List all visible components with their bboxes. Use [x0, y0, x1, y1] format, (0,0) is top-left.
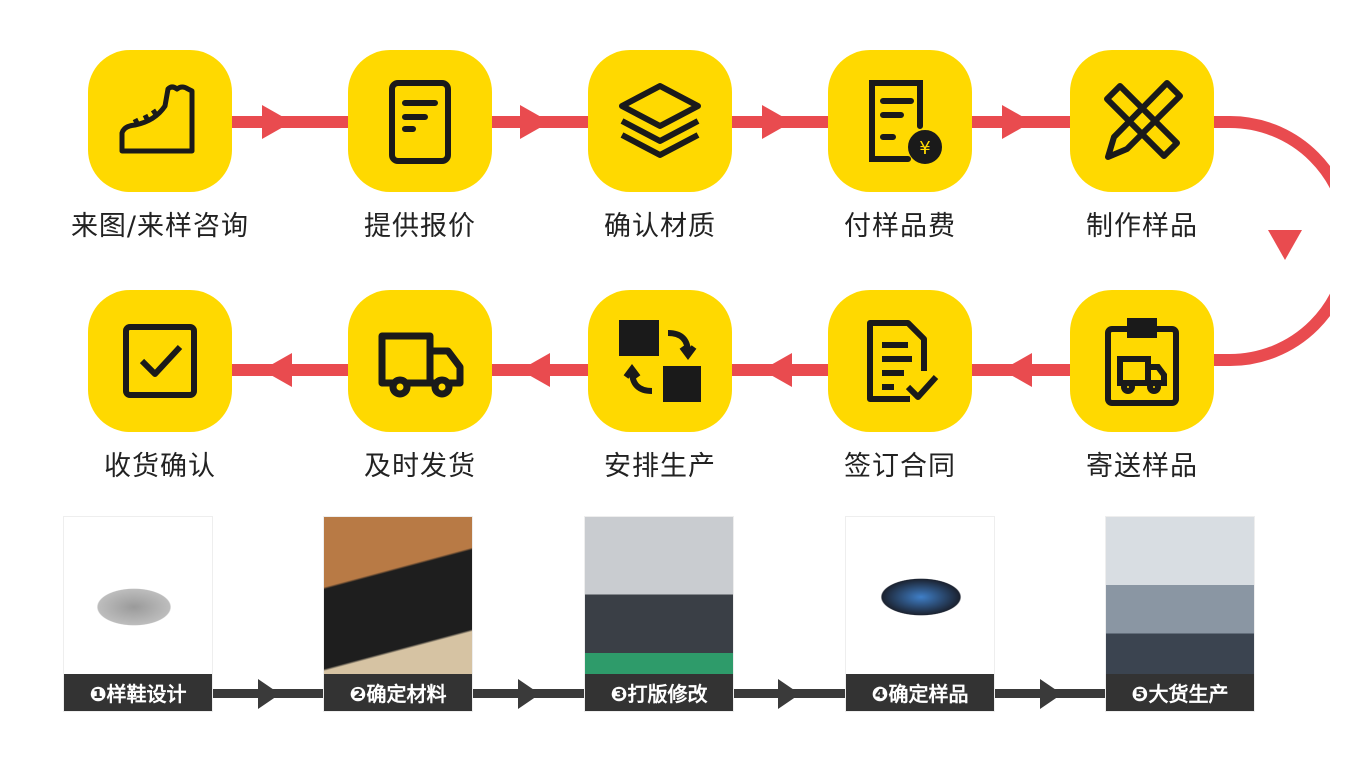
step-label: 及时发货: [364, 451, 476, 482]
photo-sample-confirm: ❹确定样品: [845, 516, 995, 712]
step-label: 提供报价: [364, 211, 476, 242]
truck-icon: [378, 332, 464, 398]
svg-text:¥: ¥: [919, 138, 930, 159]
photo-caption: ❸打版修改: [585, 674, 733, 711]
step-confirm: 收货确认: [70, 290, 250, 483]
arrow-right-icon: [1002, 105, 1032, 139]
clipboard-truck-icon: [1105, 318, 1179, 406]
step-quote: 提供报价: [330, 50, 510, 243]
step-delivery: 及时发货: [330, 290, 510, 483]
step-inquiry: 来图/来样咨询: [70, 50, 250, 243]
photo-caption: ❶样鞋设计: [64, 674, 212, 711]
arrow-left-icon: [262, 353, 292, 387]
step-label: 制作样品: [1086, 211, 1198, 242]
curve-connector: [1210, 116, 1330, 366]
arrow-right-icon: [762, 105, 792, 139]
arrow-right-icon: [1040, 679, 1062, 709]
step-production: 安排生产: [570, 290, 750, 483]
invoice-yen-icon: ¥: [869, 80, 942, 164]
photo-pattern-making: ❸打版修改: [584, 516, 734, 712]
arrow-right-icon: [262, 105, 292, 139]
photo-materials: ❷确定材料: [323, 516, 473, 712]
step-sample-fee: ¥ 付样品费: [810, 50, 990, 243]
photo-caption: ❺大货生产: [1106, 674, 1254, 711]
step-ship-sample: 寄送样品: [1052, 290, 1232, 483]
arrow-left-icon: [762, 353, 792, 387]
document-icon: [389, 80, 451, 164]
step-label: 确认材质: [604, 211, 716, 242]
layers-icon: [619, 83, 701, 158]
pencil-ruler-icon: [1104, 80, 1183, 160]
step-material: 确认材质: [570, 50, 750, 243]
step-label: 寄送样品: [1086, 451, 1198, 482]
arrow-left-icon: [1002, 353, 1032, 387]
step-label: 安排生产: [604, 451, 716, 482]
arrow-right-icon: [778, 679, 800, 709]
shoe-icon: [119, 84, 195, 154]
arrow-down-icon: [1268, 230, 1302, 260]
checkbox-icon: [123, 324, 197, 398]
photo-shoe-design: ❶样鞋设计: [63, 516, 213, 712]
step-label: 签订合同: [844, 451, 956, 482]
arrow-right-icon: [518, 679, 540, 709]
contract-check-icon: [867, 320, 939, 402]
box-exchange-icon: [619, 320, 701, 402]
photo-mass-production: ❺大货生产: [1105, 516, 1255, 712]
step-contract: 签订合同: [810, 290, 990, 483]
step-make-sample: 制作样品: [1052, 50, 1232, 243]
photo-caption: ❹确定样品: [846, 674, 994, 711]
step-label: 来图/来样咨询: [70, 211, 250, 242]
photo-caption: ❷确定材料: [324, 674, 472, 711]
step-label: 付样品费: [844, 211, 956, 242]
arrow-left-icon: [520, 353, 550, 387]
arrow-right-icon: [258, 679, 280, 709]
arrow-right-icon: [520, 105, 550, 139]
step-label: 收货确认: [104, 451, 216, 482]
